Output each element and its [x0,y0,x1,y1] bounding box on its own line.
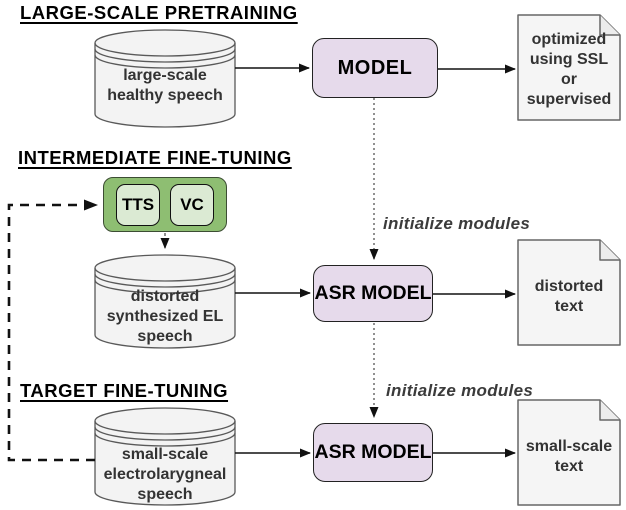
vc-module-box: VC [170,183,214,226]
target-asr-model-label: ASR MODEL [314,441,432,463]
dashed-feedback-el-speech-to-ttsvc [7,199,98,462]
synthesis-group-box: TTS VC [103,177,227,232]
pretraining-model-box: MODEL [312,38,438,98]
target-asr-model-box: ASR MODEL [313,423,433,482]
intermediate-asr-model-label: ASR MODEL [314,282,432,304]
section-title-intermediate-finetuning: INTERMEDIATE FINE-TUNING [18,147,292,168]
database-distorted-synthesized-el-speech [94,254,236,349]
initialize-modules-label-1: initialize modules [383,214,531,233]
intermediate-asr-model-box: ASR MODEL [313,265,433,322]
document-small-scale-text [517,399,621,506]
database-healthy-speech [94,29,236,128]
dotted-initialize-lines [160,98,379,418]
database-small-scale-el-speech [94,407,236,506]
vc-label: VC [180,194,204,214]
initialize-modules-label-2: initialize modules [386,381,534,400]
solid-arrows [235,63,516,458]
section-title-target-finetuning: TARGET FINE-TUNING [20,380,229,401]
document-distorted-text [517,239,621,346]
pretraining-model-label: MODEL [337,56,413,79]
document-optimized-output [517,14,621,121]
tts-module-box: TTS [116,183,160,226]
section-title-pretraining: LARGE-SCALE PRETRAINING [20,2,298,23]
tts-label: TTS [121,194,155,214]
